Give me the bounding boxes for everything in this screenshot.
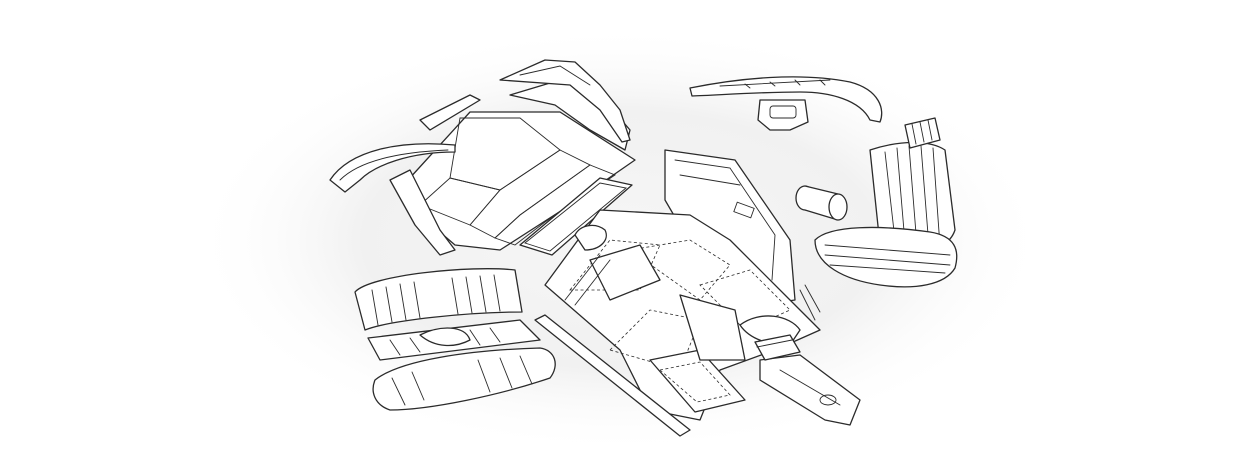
door-panel xyxy=(664,149,796,306)
sill-trim-strip xyxy=(534,314,691,437)
rear-quarter-trim-left xyxy=(329,94,481,256)
dashboard-top xyxy=(689,76,883,123)
dash-center-vent xyxy=(757,99,809,131)
rear-bench-seat xyxy=(354,268,556,411)
center-console xyxy=(739,315,861,426)
floor-carpet-set xyxy=(544,209,821,421)
front-seat xyxy=(814,141,958,288)
armrest xyxy=(754,334,801,361)
headrest xyxy=(904,117,941,149)
rear-quarter-trim-right xyxy=(499,59,631,143)
headrest-spare xyxy=(795,185,848,221)
